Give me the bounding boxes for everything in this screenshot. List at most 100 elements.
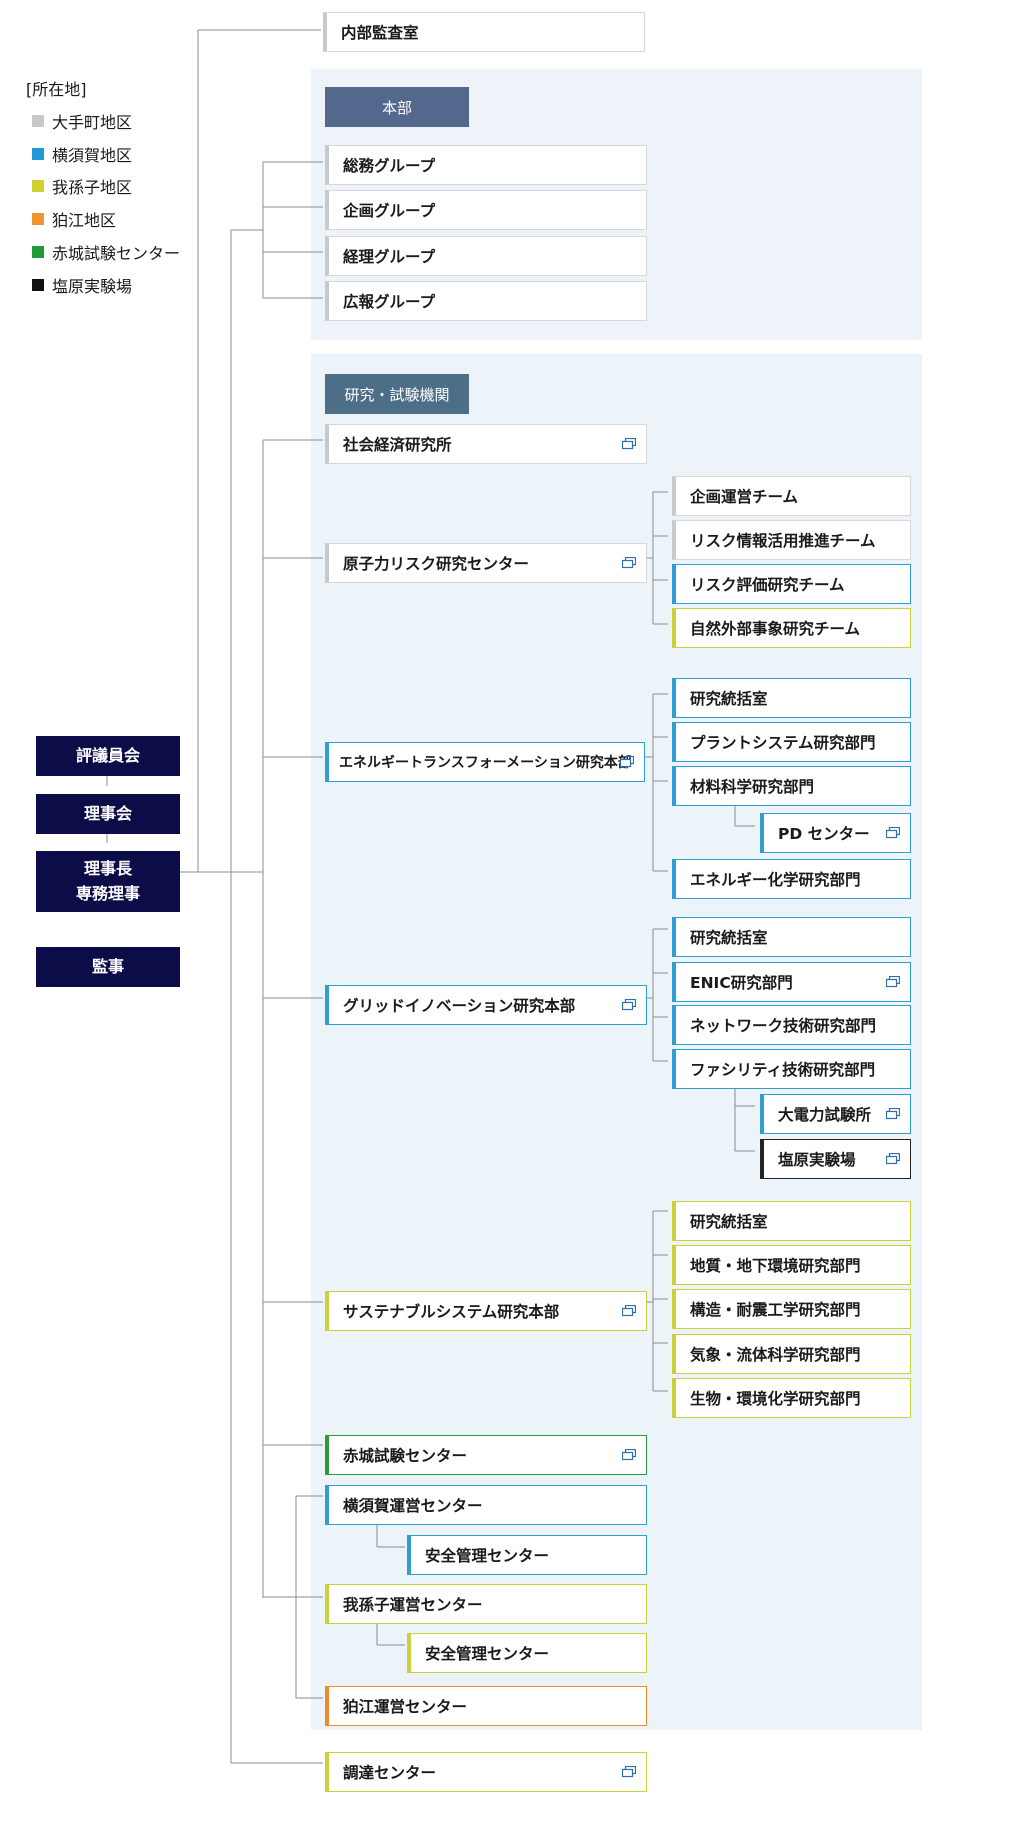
box-label: 地質・地下環境研究部門 — [690, 1257, 861, 1275]
external-link-icon[interactable] — [886, 976, 900, 988]
legend-item-abiko: 我孫子地区 — [32, 174, 132, 198]
legend-label: 横須賀地区 — [52, 146, 133, 165]
nuclear-team-risk-evaluation[interactable]: リスク評価研究チーム — [672, 564, 911, 604]
legend-swatch — [32, 246, 44, 258]
energy-unit-energy-chemistry[interactable]: エネルギー化学研究部門 — [672, 859, 911, 899]
chair-label: 理事長 — [83, 858, 132, 878]
hq-group-planning[interactable]: 企画グループ — [325, 190, 647, 230]
legend-item-otemachi: 大手町地区 — [32, 109, 132, 133]
procurement-center-box[interactable]: 調達センター — [325, 1752, 647, 1792]
box-label: サステナブルシステム研究本部 — [343, 1303, 560, 1321]
legend-swatch — [32, 279, 44, 291]
external-link-icon[interactable] — [622, 1449, 636, 1461]
pd-center-box[interactable]: PD センター — [760, 813, 911, 853]
nuclear-risk-center-box[interactable]: 原子力リスク研究センター — [325, 543, 647, 583]
external-link-icon[interactable] — [622, 438, 636, 450]
chair-box[interactable]: 理事長 専務理事 — [36, 851, 180, 912]
legend-swatch — [32, 148, 44, 160]
external-link-icon[interactable] — [886, 827, 900, 839]
sustainable-unit-structural-seismic[interactable]: 構造・耐震工学研究部門 — [672, 1289, 911, 1329]
high-power-test-lab-box[interactable]: 大電力試験所 — [760, 1094, 911, 1134]
box-label: エネルギー化学研究部門 — [690, 871, 861, 889]
box-label: 企画運営チーム — [690, 488, 799, 506]
yokosuka-operations-center-box[interactable]: 横須賀運営センター — [325, 1485, 647, 1525]
grid-unit-enic[interactable]: ENIC研究部門 — [672, 962, 911, 1002]
box-label: 企画グループ — [343, 202, 436, 220]
legend-item-yokosuka: 横須賀地区 — [32, 142, 132, 166]
legend-label: 塩原実験場 — [52, 277, 133, 296]
legend-label: 大手町地区 — [52, 113, 133, 132]
box-label: 経理グループ — [343, 248, 436, 266]
legend-item-komae: 狛江地区 — [32, 207, 116, 231]
box-label: 横須賀運営センター — [343, 1497, 483, 1515]
energy-unit-research-management[interactable]: 研究統括室 — [672, 678, 911, 718]
box-label: 広報グループ — [343, 293, 436, 311]
legend-swatch — [32, 115, 44, 127]
box-label: 研究統括室 — [690, 929, 768, 947]
sustainable-system-hq-box[interactable]: サステナブルシステム研究本部 — [325, 1291, 647, 1331]
shiobara-test-site-box[interactable]: 塩原実験場 — [760, 1139, 911, 1179]
board-box[interactable]: 理事会 — [36, 794, 180, 834]
nuclear-team-risk-info[interactable]: リスク情報活用推進チーム — [672, 520, 911, 560]
managing-director-label: 専務理事 — [75, 883, 140, 903]
legend-label: 赤城試験センター — [52, 244, 181, 263]
box-label: 原子力リスク研究センター — [343, 555, 530, 573]
box-label: PD センター — [778, 825, 870, 843]
sustainable-unit-research-management[interactable]: 研究統括室 — [672, 1201, 911, 1241]
grid-unit-facility-technology[interactable]: ファシリティ技術研究部門 — [672, 1049, 911, 1089]
sustainable-unit-geology[interactable]: 地質・地下環境研究部門 — [672, 1245, 911, 1285]
nuclear-team-planning[interactable]: 企画運営チーム — [672, 476, 911, 516]
energy-transformation-hq-box[interactable]: エネルギートランスフォーメーション研究本部 — [325, 742, 645, 782]
grid-unit-research-management[interactable]: 研究統括室 — [672, 917, 911, 957]
external-link-icon[interactable] — [622, 999, 636, 1011]
auditor-box[interactable]: 監事 — [36, 947, 180, 987]
external-link-icon[interactable] — [622, 1305, 636, 1317]
box-label: 材料科学研究部門 — [690, 778, 815, 796]
legend-item-shiobara: 塩原実験場 — [32, 273, 132, 297]
hq-group-accounting[interactable]: 経理グループ — [325, 236, 647, 276]
legend-swatch — [32, 213, 44, 225]
sustainable-unit-biology-environmental[interactable]: 生物・環境化学研究部門 — [672, 1378, 911, 1418]
box-label: リスク情報活用推進チーム — [690, 532, 876, 550]
box-label: 大電力試験所 — [778, 1106, 872, 1124]
box-label: プラントシステム研究部門 — [690, 734, 876, 752]
council-box[interactable]: 評議員会 — [36, 736, 180, 776]
hq-group-pr[interactable]: 広報グループ — [325, 281, 647, 321]
energy-unit-materials-science[interactable]: 材料科学研究部門 — [672, 766, 911, 806]
external-link-icon[interactable] — [886, 1153, 900, 1165]
komae-operations-center-box[interactable]: 狛江運営センター — [325, 1686, 647, 1726]
legend-swatch — [32, 180, 44, 192]
box-label: 研究統括室 — [690, 1213, 768, 1231]
sustainable-unit-meteorology-fluid[interactable]: 気象・流体科学研究部門 — [672, 1334, 911, 1374]
socio-economic-institute-box[interactable]: 社会経済研究所 — [325, 424, 647, 464]
yokosuka-safety-center-box[interactable]: 安全管理センター — [407, 1535, 647, 1575]
external-link-icon[interactable] — [622, 557, 636, 569]
box-label: 自然外部事象研究チーム — [690, 620, 861, 638]
grid-unit-network-technology[interactable]: ネットワーク技術研究部門 — [672, 1005, 911, 1045]
box-label: 赤城試験センター — [343, 1447, 468, 1465]
abiko-operations-center-box[interactable]: 我孫子運営センター — [325, 1584, 647, 1624]
external-link-icon[interactable] — [886, 1108, 900, 1120]
box-label: 社会経済研究所 — [343, 436, 452, 454]
audit-office-box[interactable]: 内部監査室 — [323, 12, 645, 52]
legend-title: [所在地] — [26, 80, 87, 99]
headquarters-header: 本部 — [325, 87, 469, 127]
box-label: 内部監査室 — [341, 24, 419, 42]
box-label: 気象・流体科学研究部門 — [690, 1346, 861, 1364]
box-label: リスク評価研究チーム — [690, 576, 845, 594]
box-label: グリッドイノベーション研究本部 — [343, 997, 576, 1015]
hq-group-general-affairs[interactable]: 総務グループ — [325, 145, 647, 185]
box-label: ENIC研究部門 — [690, 974, 793, 992]
abiko-safety-center-box[interactable]: 安全管理センター — [407, 1633, 647, 1673]
external-link-icon[interactable] — [622, 1766, 636, 1778]
akagi-test-center-box[interactable]: 赤城試験センター — [325, 1435, 647, 1475]
box-label: 塩原実験場 — [778, 1151, 856, 1169]
grid-innovation-hq-box[interactable]: グリッドイノベーション研究本部 — [325, 985, 647, 1025]
energy-unit-plant-system[interactable]: プラントシステム研究部門 — [672, 722, 911, 762]
box-label: 研究統括室 — [690, 690, 768, 708]
box-label: ファシリティ技術研究部門 — [690, 1061, 876, 1079]
external-link-icon[interactable] — [620, 756, 634, 768]
research-header: 研究・試験機関 — [325, 374, 469, 414]
box-label: 我孫子運営センター — [343, 1596, 483, 1614]
nuclear-team-natural-hazards[interactable]: 自然外部事象研究チーム — [672, 608, 911, 648]
